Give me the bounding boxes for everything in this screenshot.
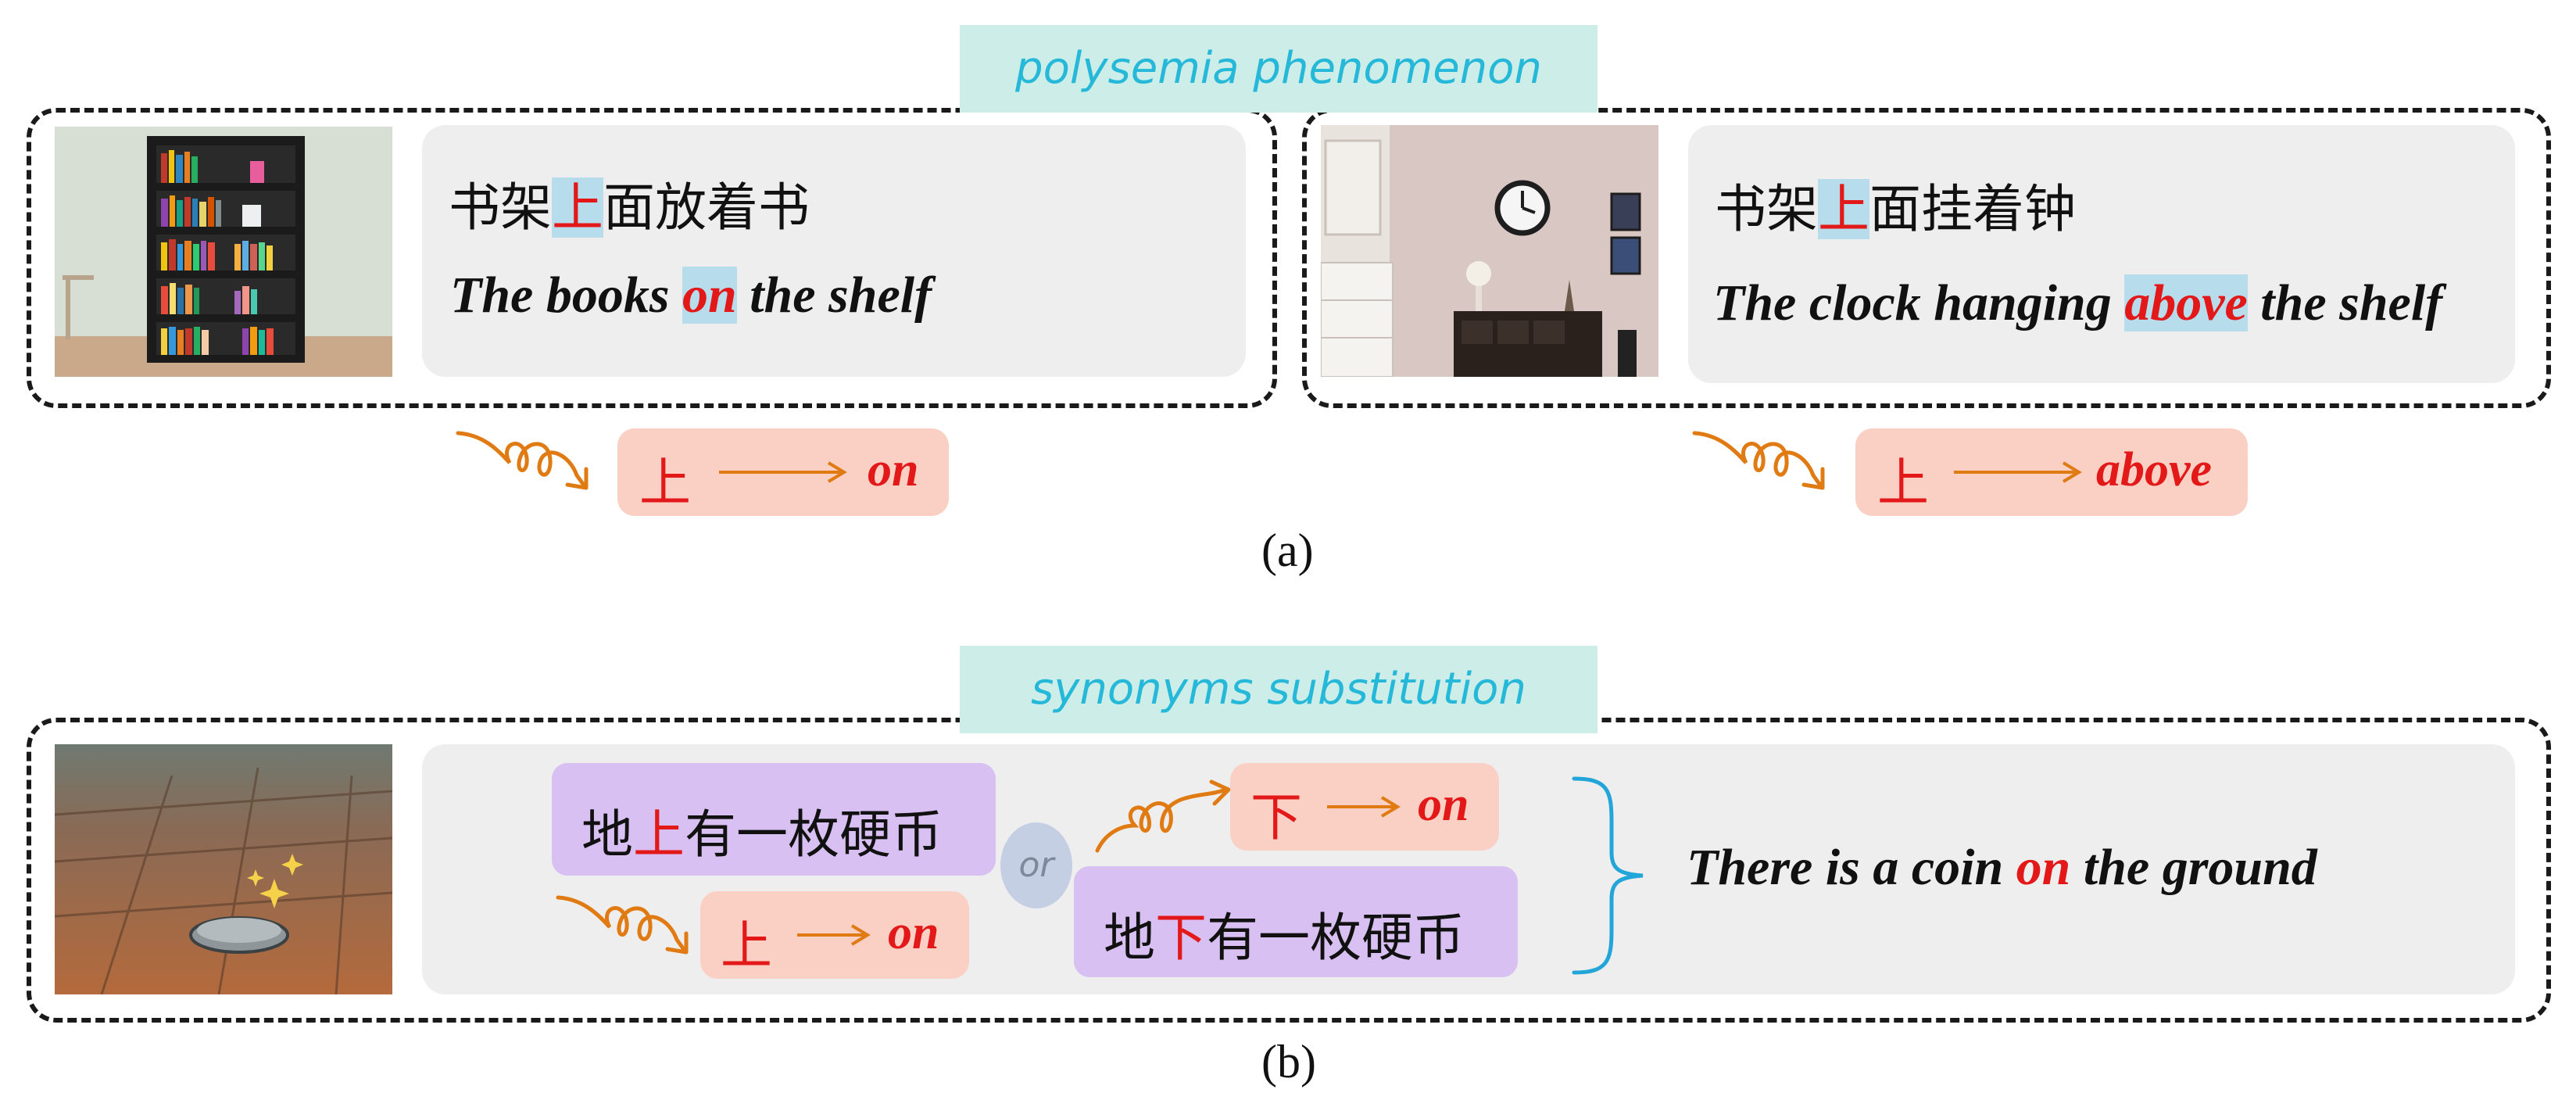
- sentence-with-xia: [1074, 866, 1518, 977]
- polysemia-badge: polysemia phenomenon: [960, 25, 1597, 113]
- zh-prefix: 地: [581, 804, 633, 865]
- left-mapping-box: 上 on: [617, 428, 949, 516]
- mapping-source-char: 上: [639, 453, 691, 513]
- right-mapping-box: 上 above: [1855, 428, 2248, 516]
- zh-suffix: 面挂着钟: [1869, 179, 2076, 239]
- right-example-frame: [1302, 108, 2551, 408]
- caption-b: (b): [1261, 1036, 1316, 1087]
- zh-key-character: 上: [552, 177, 603, 238]
- shared-english-translation: There is a coin on the ground: [1687, 838, 2317, 897]
- mapping-target-word: above: [2096, 443, 2213, 496]
- en-key-word: on: [682, 267, 737, 324]
- sentence-with-xia-text: 地下有一枚硬币: [1104, 896, 1465, 971]
- mapping-source-char: 下: [1250, 787, 1302, 847]
- en-suffix: the shelf: [736, 267, 932, 324]
- xia-mapping-box: 下 on: [1230, 763, 1499, 851]
- sentence-with-shang-text: 地上有一枚硬币: [581, 793, 943, 868]
- right-brace-icon: [1572, 776, 1644, 975]
- sentence-with-shang: [552, 763, 996, 876]
- en-prefix: There is a coin: [1687, 839, 2016, 896]
- right-english-sentence: The clock hanging above the shelf: [1713, 274, 2442, 333]
- coin-on-ground-photo: [55, 744, 392, 994]
- zh-prefix: 书架: [1715, 179, 1818, 239]
- en-suffix: the ground: [2070, 839, 2317, 896]
- en-key-word: on: [2016, 839, 2071, 896]
- shang-mapping-box: 上 on: [700, 891, 969, 979]
- en-prefix: The books: [450, 267, 682, 324]
- zh-suffix: 有一枚硬币: [685, 804, 943, 865]
- left-text-panel: [422, 125, 1246, 377]
- zh-key-character: 下: [1155, 908, 1207, 968]
- left-chinese-sentence: 书架上面放着书: [449, 166, 810, 241]
- squiggle-arrow-icon: [1692, 431, 1825, 490]
- mapping-source-char: 上: [721, 915, 772, 976]
- squiggle-arrow-icon: [456, 431, 589, 490]
- arrow-right-icon: [1954, 461, 2082, 483]
- left-english-sentence: The books on the shelf: [450, 266, 932, 325]
- zh-suffix: 面放着书: [603, 177, 810, 238]
- squiggle-arrow-icon: [1095, 779, 1231, 853]
- arrow-right-icon: [719, 461, 847, 483]
- en-suffix: the shelf: [2247, 274, 2443, 331]
- squiggle-arrow-icon: [556, 895, 689, 955]
- mapping-target-word: on: [1418, 778, 1469, 831]
- right-text-panel: [1688, 125, 2515, 383]
- left-example-frame: [27, 108, 1277, 408]
- mapping-source-char: 上: [1877, 453, 1929, 513]
- mapping-target-word: on: [868, 443, 919, 496]
- bookshelf-photo: [55, 127, 392, 377]
- mapping-target-word: on: [888, 906, 939, 959]
- arrow-right-icon: [1327, 796, 1401, 818]
- zh-key-character: 上: [1818, 179, 1869, 239]
- zh-prefix: 书架: [449, 177, 552, 238]
- arrow-right-icon: [797, 924, 871, 946]
- synonyms-badge: synonyms substitution: [960, 646, 1597, 733]
- caption-a: (a): [1261, 525, 1314, 576]
- en-key-word: above: [2124, 274, 2248, 331]
- en-prefix: The clock hanging: [1713, 274, 2125, 331]
- clock-room-photo: [1321, 125, 1658, 377]
- or-separator: or: [1000, 822, 1072, 908]
- zh-suffix: 有一枚硬币: [1207, 908, 1465, 968]
- zh-prefix: 地: [1104, 908, 1155, 968]
- right-chinese-sentence: 书架上面挂着钟: [1715, 167, 2076, 242]
- zh-key-character: 上: [633, 804, 685, 865]
